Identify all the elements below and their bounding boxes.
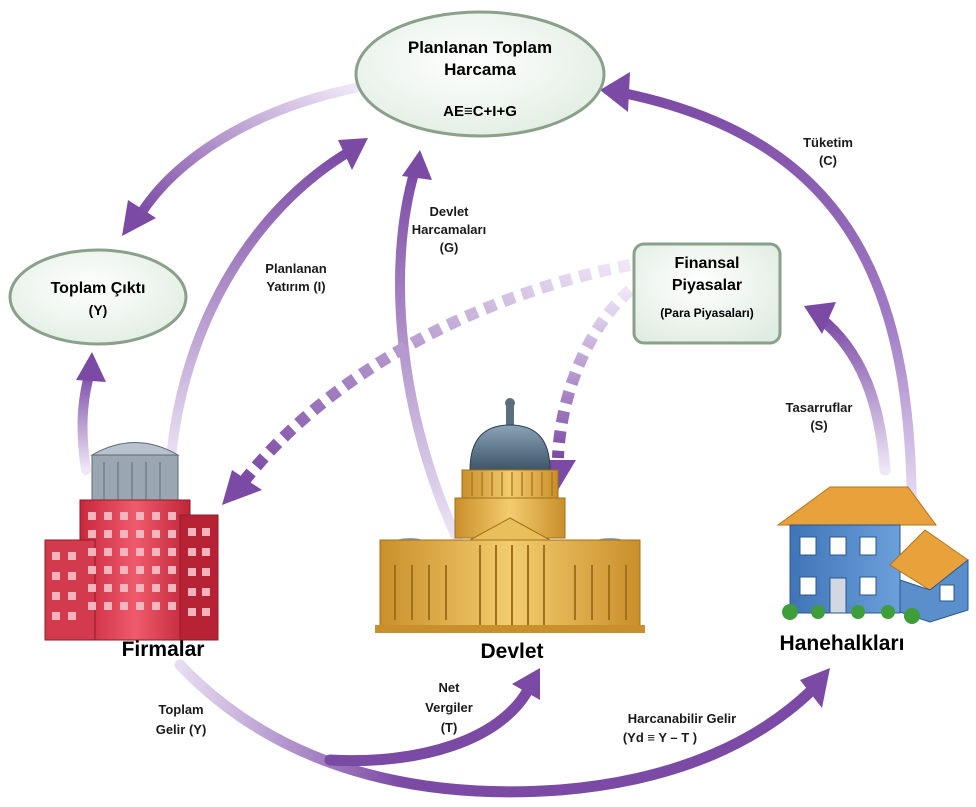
government-label: Devlet (480, 640, 543, 663)
savings-label-line2: (S) (810, 418, 827, 433)
investment-arrow (165, 145, 357, 475)
household-house-illustration (776, 486, 969, 624)
planned-expenditure-line2: Harcama (444, 60, 516, 79)
firms-to-output-arrowhead (76, 352, 106, 382)
net-taxes-arrow (324, 684, 534, 767)
expenditure-to-output-arrowhead (122, 200, 156, 236)
total-income-label-line1: Toplam (158, 702, 203, 717)
savings-arrowhead (804, 302, 836, 334)
total-income-label-line2: Gelir (Y) (156, 722, 207, 737)
planned-expenditure-line1: Planlanan Toplam (408, 38, 552, 57)
markets-to-firms-dashed-arrow (240, 259, 632, 484)
financial-markets-line2: Piyasalar (672, 277, 742, 294)
markets-to-firms-arrowhead (222, 470, 262, 505)
investment-arrowhead (338, 138, 368, 170)
disposable-income-label-line2: (Yd ≡ Y – T ) (623, 730, 697, 745)
consumption-label-line2: (C) (819, 153, 837, 168)
disposable-income-arrowhead (800, 668, 830, 708)
net-taxes-label-line2: Vergiler (425, 700, 473, 715)
firms-to-output-arrow (77, 367, 95, 475)
total-output-line2: (Y) (89, 302, 108, 318)
disposable-income-arrow (174, 659, 818, 798)
investment-label-line2: Yatırım (I) (266, 279, 325, 294)
net-taxes-arrowhead (512, 668, 540, 700)
consumption-arrowhead (600, 72, 630, 112)
financial-markets-node: Finansal Piyasalar (Para Piyasaları) (632, 242, 782, 345)
gov-spending-label-line3: (G) (440, 240, 459, 255)
gov-spending-label-line2: Harcamaları (412, 222, 486, 237)
total-output-line1: Toplam Çıktı (51, 280, 146, 297)
markets-to-government-dashed-arrow (552, 285, 635, 459)
planned-expenditure-node: Planlanan Toplam Harcama AE≡C+I+G (354, 10, 606, 138)
gov-spending-label-line1: Devlet (429, 204, 469, 219)
financial-markets-line3: (Para Piyasaları) (660, 306, 753, 320)
net-taxes-label-line3: (T) (441, 720, 458, 735)
gov-spending-arrowhead (402, 150, 432, 180)
government-building-illustration (375, 398, 645, 633)
financial-markets-line1: Finansal (675, 255, 740, 272)
investment-label-line1: Planlanan (265, 261, 326, 276)
disposable-income-label-line1: Harcanabilir Gelir (628, 711, 736, 726)
consumption-label-line1: Tüketim (803, 135, 853, 150)
households-label: Hanehalkları (780, 632, 905, 655)
firms-label: Firmalar (122, 638, 205, 661)
total-output-node: Toplam Çıktı (Y) (8, 248, 188, 346)
savings-label-line1: Tasarruflar (786, 400, 853, 415)
net-taxes-label-line1: Net (439, 680, 461, 695)
savings-arrow (814, 312, 891, 476)
consumption-arrow (613, 87, 917, 525)
expenditure-to-output-arrow (135, 83, 360, 220)
firms-building-illustration (44, 442, 219, 641)
planned-expenditure-formula: AE≡C+I+G (443, 103, 517, 120)
arrows-layer (76, 72, 917, 798)
